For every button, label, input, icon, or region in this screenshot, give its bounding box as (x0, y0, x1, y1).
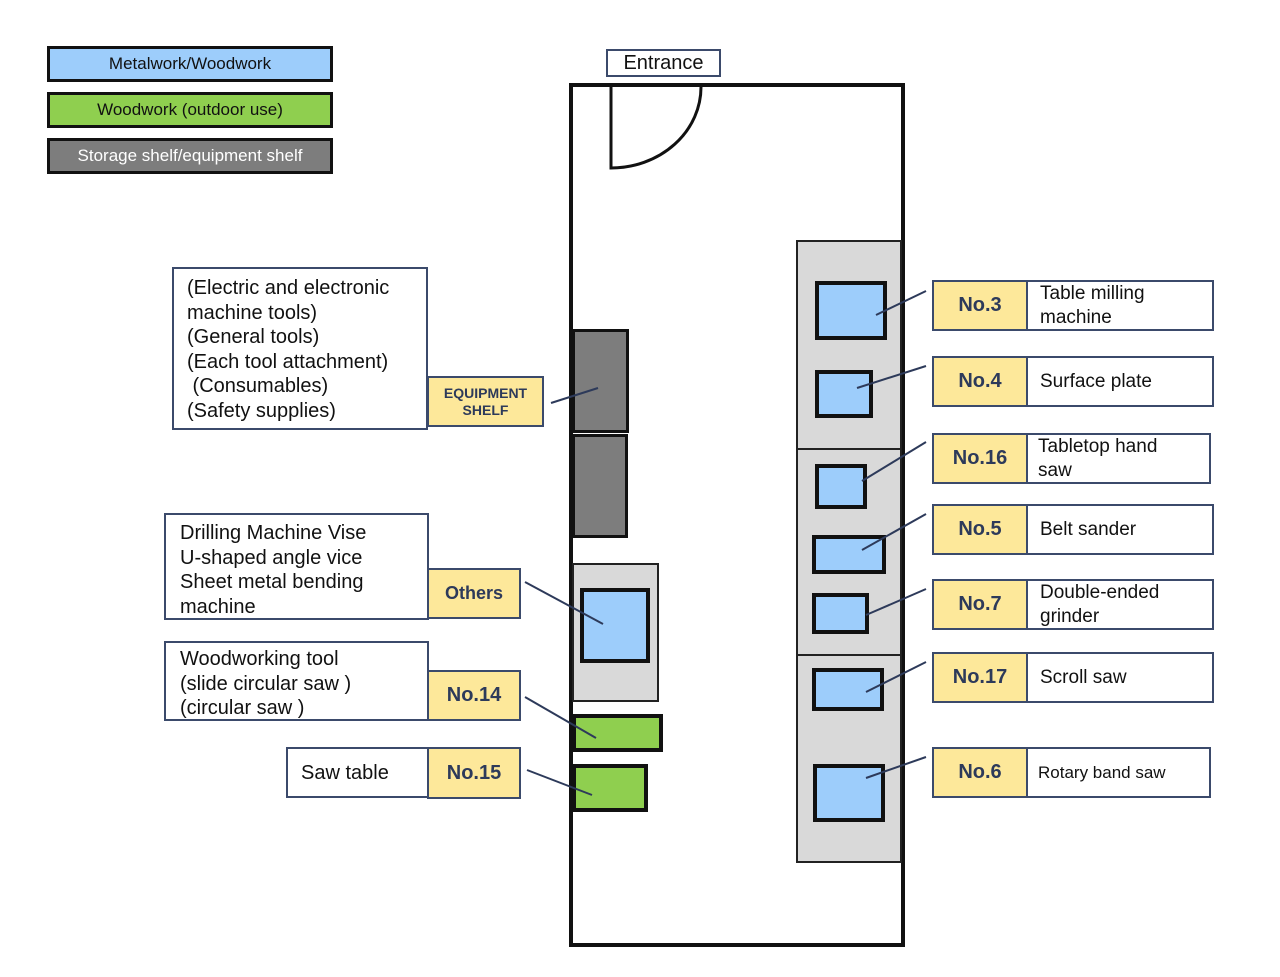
no7-tag: No.7 (932, 579, 1028, 630)
description-line: Drilling Machine Vise (180, 522, 367, 544)
machine-no3 (815, 281, 887, 340)
entrance-text: Entrance (623, 51, 704, 74)
label-text: Rotary band saw (1038, 762, 1166, 782)
others-machine (580, 588, 650, 663)
label-text: Surface plate (1040, 370, 1152, 392)
machine-no15 (572, 764, 648, 812)
description-line: Sheet metal bending (180, 571, 364, 593)
no15-tag: No.15 (427, 747, 521, 799)
equipment-shelf-upper (572, 329, 629, 433)
entrance-label: Entrance (606, 49, 721, 77)
legend-label: Metalwork/Woodwork (108, 54, 272, 73)
no3-label: Table milling machine (1026, 280, 1214, 331)
no17-label: Scroll saw (1026, 652, 1214, 703)
tag-text: No.3 (958, 294, 1002, 316)
tag-text: Others (444, 583, 504, 603)
tag-text: No.7 (958, 593, 1002, 615)
machine-no7 (812, 593, 869, 634)
others-tag: Others (427, 568, 521, 619)
tag-text: No.17 (952, 666, 1008, 688)
machine-no5 (812, 535, 886, 574)
no14-description: Woodworking tool (slide circular saw ) (… (164, 641, 429, 721)
no6-tag: No.6 (932, 747, 1028, 798)
no7-label: Double-ended grinder (1026, 579, 1214, 630)
machine-no17 (812, 668, 884, 711)
machine-no14 (572, 714, 663, 752)
label-text: Table milling machine (1040, 282, 1145, 328)
no4-tag: No.4 (932, 356, 1028, 407)
description-text: Saw table (301, 761, 389, 784)
no4-label: Surface plate (1026, 356, 1214, 407)
description-line: (Electric and electronic (187, 277, 390, 299)
no6-label: Rotary band saw (1026, 747, 1211, 798)
no16-tag: No.16 (932, 433, 1028, 484)
description-line: machine tools) (187, 301, 318, 324)
no3-tag: No.3 (932, 280, 1028, 331)
label-text: Double-ended grinder (1040, 581, 1160, 627)
equipment-shelf-tag: EQUIPMENT SHELF (427, 376, 544, 427)
label-text: Belt sander (1040, 518, 1137, 540)
legend-woodwork-outdoor: Woodwork (outdoor use) (47, 92, 333, 128)
legend-label: Storage shelf/equipment shelf (77, 146, 303, 165)
description-line: (slide circular saw ) (180, 672, 352, 695)
no14-tag: No.14 (427, 670, 521, 721)
no5-tag: No.5 (932, 504, 1028, 555)
machine-no6 (813, 764, 885, 822)
description-line: (Each tool attachment) (187, 350, 389, 373)
tag-text: No.6 (958, 761, 1002, 783)
legend-metalwork-woodwork: Metalwork/Woodwork (47, 46, 333, 82)
description-line: (circular saw ) (180, 697, 305, 719)
equipment-shelf-lower (572, 434, 628, 538)
equipment-shelf-description: (Electric and electronic machine tools) … (172, 267, 428, 430)
no16-label: Tabletop hand saw (1026, 433, 1211, 484)
no17-tag: No.17 (932, 652, 1028, 703)
machine-no4 (815, 370, 873, 418)
tag-text: No.5 (958, 518, 1002, 540)
tag-text: No.4 (958, 370, 1002, 392)
no5-label: Belt sander (1026, 504, 1214, 555)
description-line: machine (180, 595, 256, 618)
label-text: Scroll saw (1040, 666, 1127, 688)
description-line: Woodworking tool (180, 648, 339, 670)
description-line: (General tools) (187, 326, 320, 348)
description-line: U-shaped angle vice (180, 546, 363, 569)
legend-storage-shelf: Storage shelf/equipment shelf (47, 138, 333, 174)
tag-text: No.14 (446, 684, 502, 706)
machine-no16 (815, 464, 867, 509)
description-line: (Safety supplies) (187, 399, 336, 422)
tag-text: No.15 (446, 761, 502, 784)
tag-text: No.16 (952, 447, 1008, 469)
bench-upper (796, 240, 902, 450)
tag-text: EQUIPMENT SHELF (443, 384, 528, 418)
description-line: (Consumables) (187, 375, 329, 397)
others-description: Drilling Machine Vise U-shaped angle vic… (164, 513, 429, 620)
no15-description: Saw table (286, 747, 429, 798)
legend-label: Woodwork (outdoor use) (97, 100, 283, 119)
label-text: Tabletop hand saw (1038, 435, 1158, 481)
